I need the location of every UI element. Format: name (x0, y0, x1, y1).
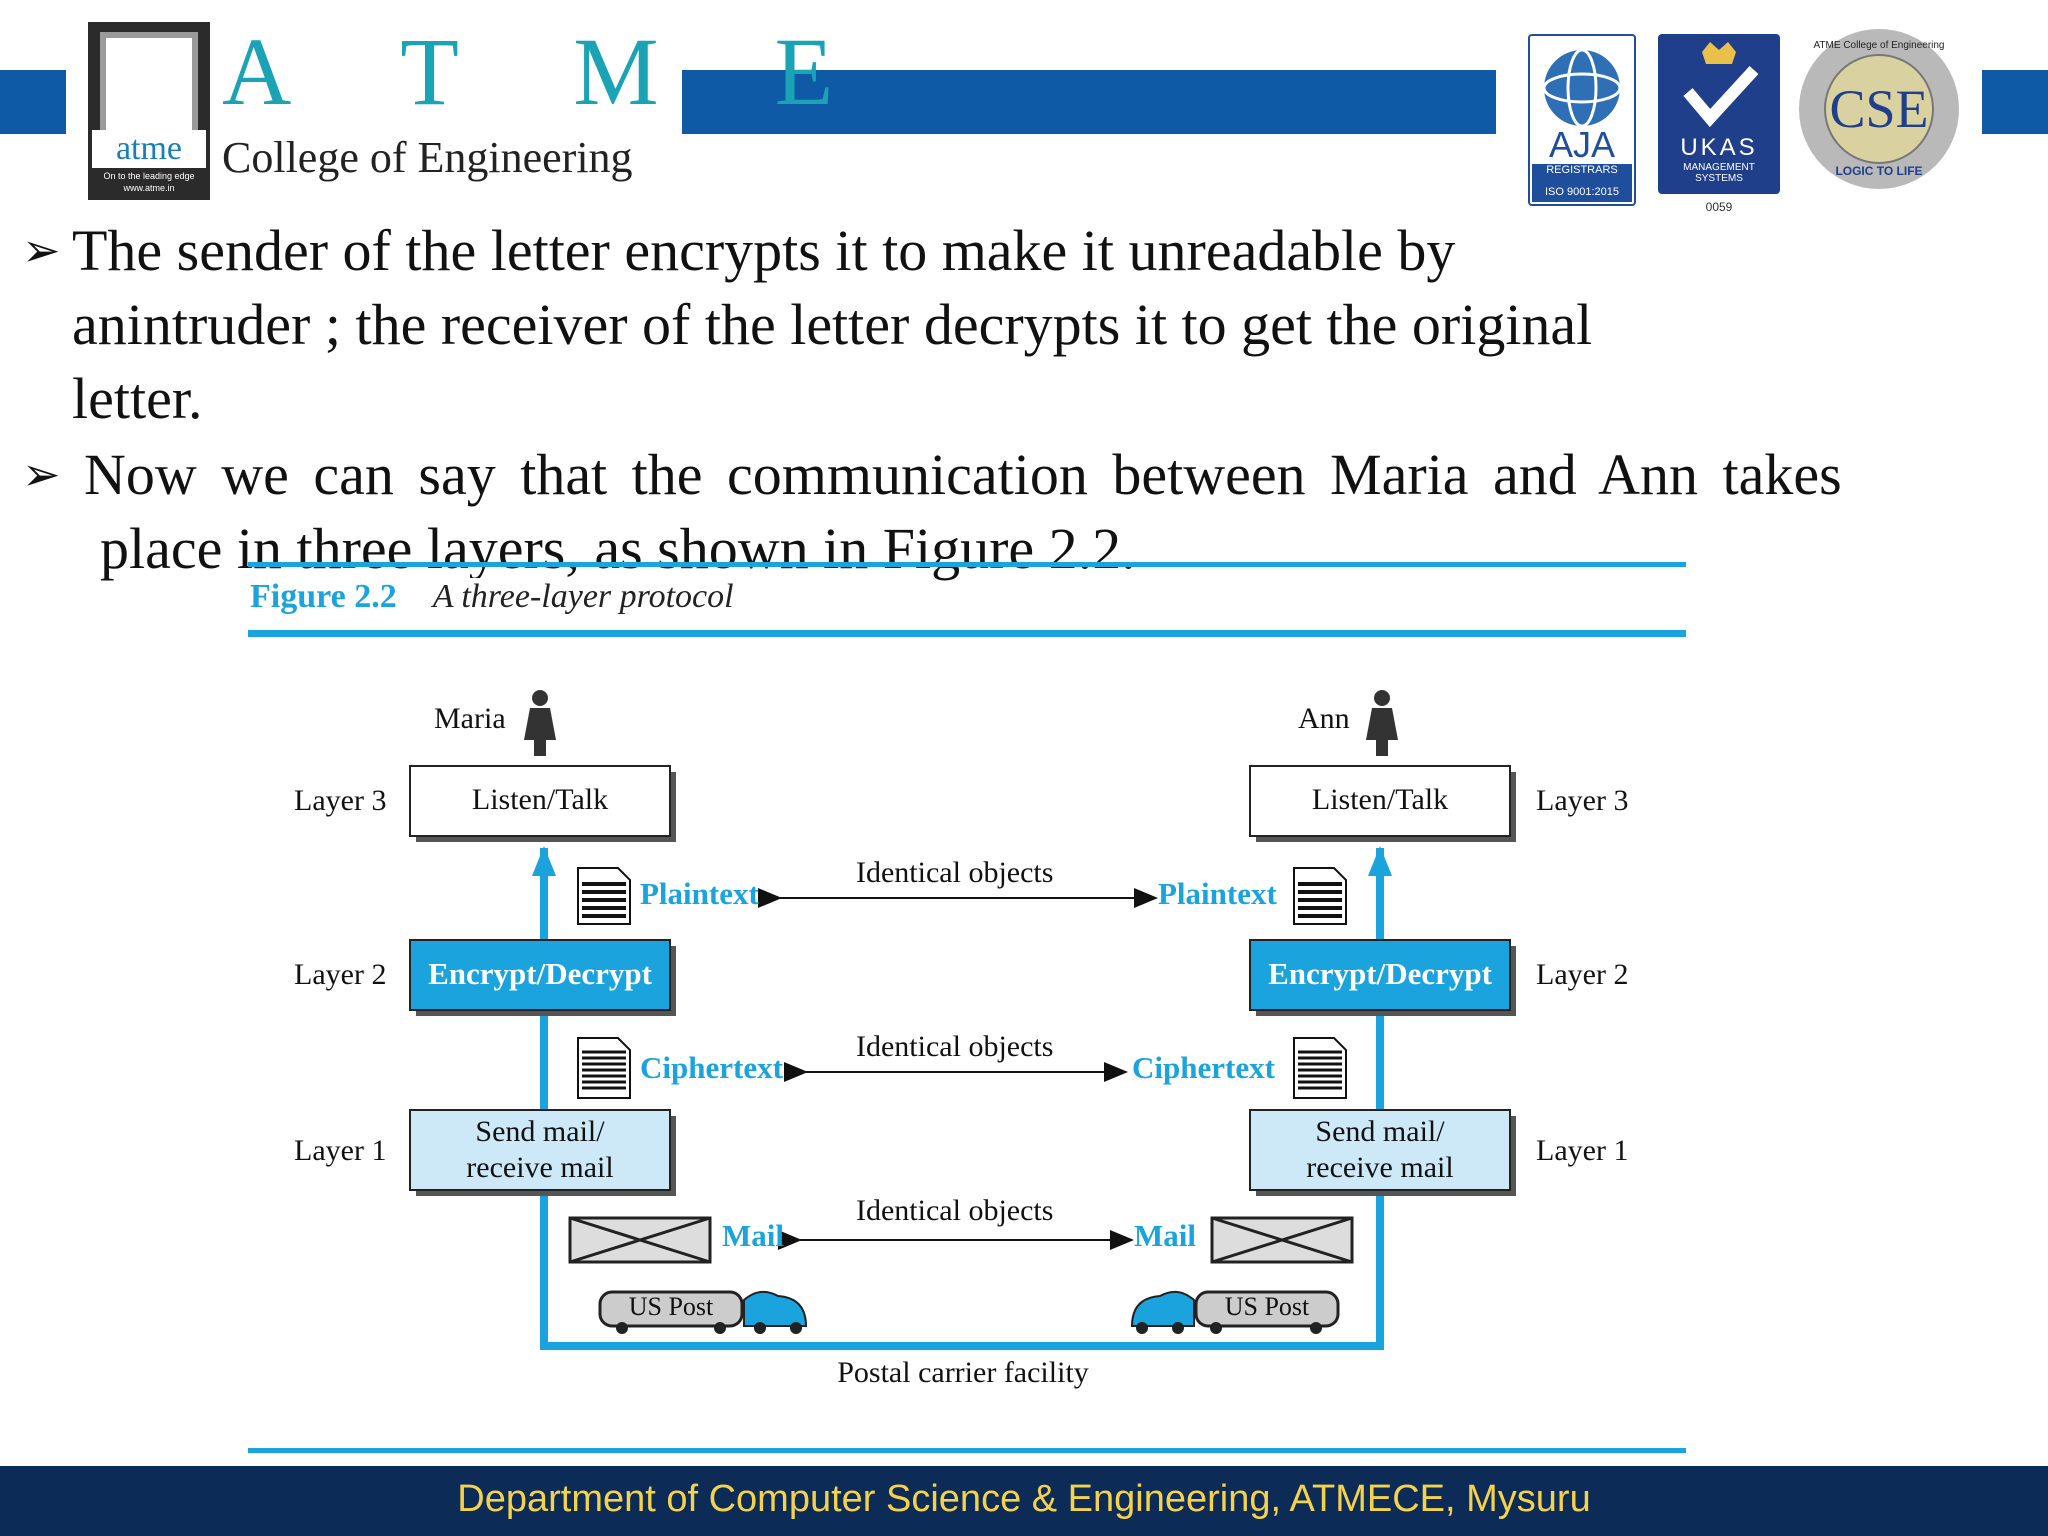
ukas-certification-logo: UKAS MANAGEMENT SYSTEMS (1658, 34, 1780, 194)
left-listen-box (409, 765, 671, 837)
person-maria-label: Maria (434, 702, 506, 735)
postal-facility-label: Postal carrier facility (837, 1356, 1089, 1389)
left-up-arrow (532, 846, 556, 876)
footer-bar (0, 1466, 2048, 1536)
cse-ring-bottom: LOGIC TO LIFE (1835, 164, 1923, 178)
identical-objects-label-3: Identical objects (856, 1194, 1054, 1227)
envelope-icon-right (1210, 1216, 1354, 1264)
atme-logo-text: atme (92, 130, 206, 168)
left-path-line (540, 848, 1384, 1350)
right-mail-label: Mail (1134, 1218, 1196, 1253)
bullet-1-line-2: anintruder ; the receiver of the letter … (72, 292, 1593, 357)
right-encrypt-label: Encrypt/Decrypt (1268, 956, 1492, 991)
right-plaintext-label: Plaintext (1158, 876, 1277, 911)
right-send-label: Send mail/ receive mail (1250, 1114, 1510, 1186)
bullet-1: ➢ The sender of the letter encrypts it t… (22, 214, 1922, 436)
figure-caption: A three-layer protocol (432, 578, 734, 615)
footer-text: Department of Computer Science & Enginee… (457, 1478, 1591, 1520)
bullet-arrow-icon: ➢ (22, 449, 61, 500)
person-icon-ann (1366, 690, 1398, 756)
left-encrypt-box (409, 939, 671, 1011)
document-icon-ciphertext-right (1293, 1037, 1347, 1099)
figure-title-rule (248, 630, 1686, 637)
bullet-arrow-icon: ➢ (22, 225, 61, 276)
logo-url: www.atme.in (123, 183, 175, 193)
truck-icon-left (598, 1290, 808, 1334)
bullet-1-line-1: The sender of the letter encrypts it to … (72, 218, 1456, 283)
left-truck-label: US Post (628, 1292, 714, 1321)
header-bar-right (1982, 70, 2048, 134)
ukas-sub: MANAGEMENT SYSTEMS (1683, 162, 1755, 184)
ukas-number: 0059 (1705, 200, 1733, 214)
bullet-2-text: Now we can say that the communication be… (22, 438, 1922, 586)
header-bar-left (0, 70, 66, 134)
brand-letters: A T M E (222, 18, 880, 125)
college-name: College of Engineering (222, 133, 633, 182)
left-layer-2-label: Layer 2 (294, 958, 387, 991)
left-send-label: Send mail/ receive mail (410, 1114, 670, 1186)
left-mail-label: Mail (722, 1218, 784, 1253)
right-listen-box (1249, 765, 1511, 837)
cse-label: CSE (1829, 79, 1929, 139)
right-layer-1-label: Layer 1 (1536, 1134, 1629, 1167)
right-encrypt-box (1249, 939, 1511, 1011)
person-icon-maria (524, 690, 556, 756)
right-send-box (1249, 1109, 1511, 1191)
document-icon-ciphertext-left (577, 1037, 631, 1099)
left-listen-label: Listen/Talk (471, 783, 609, 816)
aja-iso: ISO 9001:2015 (1544, 186, 1619, 198)
left-layer-1-label: Layer 1 (294, 1134, 387, 1167)
cse-ring-top: ATME College of Engineering (1813, 40, 1945, 51)
left-layer-3-label: Layer 3 (294, 784, 387, 817)
identical-objects-label-1: Identical objects (856, 856, 1054, 889)
document-icon-plaintext-right (1293, 867, 1347, 925)
aja-sub: REGISTRARS (1546, 164, 1618, 176)
atme-logo-frame (100, 32, 198, 142)
right-layer-2-label: Layer 2 (1536, 958, 1629, 991)
crown-check-icon (1683, 42, 1759, 128)
right-send-line-2: receive mail (1306, 1151, 1454, 1184)
left-send-line-1: Send mail/ (475, 1115, 605, 1148)
aja-label: AJA (1548, 124, 1616, 165)
right-listen-label: Listen/Talk (1311, 783, 1449, 816)
left-plaintext-label: Plaintext (640, 876, 759, 911)
left-ciphertext-label: Ciphertext (640, 1050, 783, 1085)
left-send-line-2: receive mail (466, 1151, 614, 1184)
bullet-1-line-3: letter. (72, 366, 203, 431)
left-encrypt-label: Encrypt/Decrypt (428, 956, 652, 991)
bullet-2-line-1: Now we can say that the communication be… (84, 442, 1842, 507)
truck-icon-right (1130, 1290, 1340, 1334)
bullet-2: ➢ Now we can say that the communication … (22, 438, 1922, 586)
aja-certification-logo: AJA REGISTRARS ISO 9001:2015 (1528, 34, 1636, 206)
left-send-box (409, 1109, 671, 1191)
figure-number: Figure 2.2 (250, 578, 397, 615)
document-icon-plaintext-left (577, 867, 631, 925)
protocol-diagram (409, 690, 1516, 1350)
globe-icon (1532, 48, 1632, 202)
right-layer-3-label: Layer 3 (1536, 784, 1629, 817)
figure-title: Figure 2.2 A three-layer protocol (250, 578, 734, 616)
right-send-line-1: Send mail/ (1315, 1115, 1445, 1148)
cse-badge-logo: CSE ATME College of Engineering LOGIC TO… (1796, 26, 1962, 192)
ukas-label: UKAS (1680, 134, 1758, 161)
atme-logo-tagline: On to the leading edge www.atme.in (92, 170, 206, 194)
cse-seal-icon (1799, 29, 1959, 189)
figure-top-rule (248, 562, 1686, 567)
header-bar-middle (682, 70, 1496, 134)
right-ciphertext-label: Ciphertext (1132, 1050, 1275, 1085)
logo-tagline: On to the leading edge (103, 171, 195, 181)
figure-bottom-rule (248, 1448, 1686, 1453)
identical-objects-label-2: Identical objects (856, 1030, 1054, 1063)
right-truck-label: US Post (1224, 1292, 1310, 1321)
bullet-2-line-2: place in three layers, as shown in Figur… (100, 516, 1136, 581)
bullet-1-text: The sender of the letter encrypts it to … (22, 214, 1922, 436)
person-ann-label: Ann (1298, 702, 1350, 735)
right-up-arrow (1368, 846, 1392, 876)
envelope-icon-left (568, 1216, 712, 1264)
